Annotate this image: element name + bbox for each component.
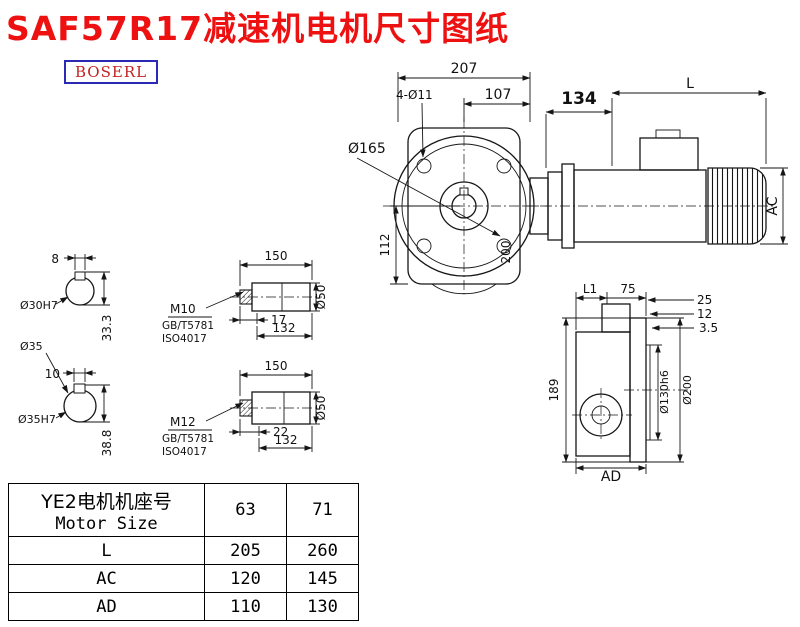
value-AC-63: 120 xyxy=(204,564,287,593)
dim-50-s1: Ø50 xyxy=(314,285,328,310)
std-gbt5781-s1: GB/T5781 xyxy=(162,320,214,332)
dim-8: 8 xyxy=(51,252,59,266)
dim-150-s1: 150 xyxy=(265,249,288,263)
dim-bolt-holes: 4-Ø11 xyxy=(396,88,433,102)
std-iso4017-s2: ISO4017 xyxy=(162,446,207,458)
dim-25: 25 xyxy=(697,293,712,307)
leader-bolt-holes xyxy=(420,102,426,158)
dim-189: 189 xyxy=(547,379,561,402)
thread-label-m10: M10 xyxy=(170,302,196,316)
std-iso4017-s1: ISO4017 xyxy=(162,333,207,345)
page-title: SAF57R17减速机电机尺寸图纸 xyxy=(6,9,510,48)
shaft2-view: 150 22 132 Ø50 M12 GB/T5781 ISO4017 xyxy=(162,359,328,458)
bolt-hole-tl xyxy=(416,158,432,174)
dim-107: 107 xyxy=(485,87,512,103)
dim-132-s2: 132 xyxy=(275,433,298,447)
shaft1-view: 150 17 132 Ø50 M10 GB/T5781 ISO4017 xyxy=(162,249,328,345)
header-motor-size-cell: YE2电机机座号 Motor Size xyxy=(8,483,205,537)
leader-m10 xyxy=(205,291,244,309)
motor-view: 134 L AC xyxy=(524,76,788,249)
section2-circle xyxy=(63,389,97,423)
row-label-L: L xyxy=(8,536,205,565)
shaft1-body xyxy=(251,282,311,312)
dim-165: Ø165 xyxy=(348,141,386,157)
section2-keyway xyxy=(73,383,86,394)
bore-label-35h7: Ø35H7 xyxy=(18,413,56,426)
row-label-AD: AD xyxy=(8,592,205,621)
leader-o35 xyxy=(45,352,69,394)
motor-size-71: 71 xyxy=(286,483,359,537)
dim-50-s2: Ø50 xyxy=(314,396,328,421)
side-view: L1 75 25 12 3.5 189 Ø130h6 Ø200 AD xyxy=(547,282,718,485)
dim-3-5: 3.5 xyxy=(699,321,718,335)
section1-keyway xyxy=(74,271,86,281)
dim-AC: AC xyxy=(765,196,781,215)
motor-size-63: 63 xyxy=(204,483,287,537)
value-L-71: 260 xyxy=(286,536,359,565)
dim-75: 75 xyxy=(620,282,635,296)
leader-m12 xyxy=(205,402,244,422)
dim-10: 10 xyxy=(45,367,60,381)
dim-17: 17 xyxy=(271,313,286,327)
dim-33-3: 33.3 xyxy=(100,315,114,342)
dim-132-s1: 132 xyxy=(273,321,296,335)
fan-cover-ribs xyxy=(707,167,767,245)
dim-12: 12 xyxy=(697,307,712,321)
dim-134: 134 xyxy=(561,89,597,109)
leader-30h7 xyxy=(55,296,69,305)
std-gbt5781-s2: GB/T5781 xyxy=(162,433,214,445)
header-cn-label: YE2电机机座号 xyxy=(41,490,172,513)
terminal-box xyxy=(639,137,699,171)
section1-circle xyxy=(65,276,95,306)
bolt-hole-br xyxy=(496,238,512,254)
bore-section-1: 8 Ø30H7 33.3 xyxy=(20,252,114,341)
dim-112: 112 xyxy=(378,234,392,257)
bolt-hole-bl xyxy=(416,238,432,254)
dim-200-side: Ø200 xyxy=(681,375,694,405)
front-view: 207 107 4-Ø11 Ø165 112 200 xyxy=(348,61,547,295)
dim-AD: AD xyxy=(601,469,621,485)
bolt-hole-tr xyxy=(496,158,512,174)
bore-section-2: Ø35 10 Ø35H7 38.8 xyxy=(18,340,114,456)
terminal-box-cap xyxy=(655,129,681,139)
bore-label-30h7: Ø30H7 xyxy=(20,299,58,312)
motor-size-table: YE2电机机座号 Motor Size 63 71 L 205 260 AC 1… xyxy=(8,483,359,621)
value-AD-71: 130 xyxy=(286,592,359,621)
thread-label-m12: M12 xyxy=(170,415,196,429)
dim-L1: L1 xyxy=(583,282,597,296)
label-o35: Ø35 xyxy=(20,340,43,353)
dim-200-front: 200 xyxy=(499,241,513,264)
value-AD-63: 110 xyxy=(204,592,287,621)
table-row-L: L 205 260 xyxy=(8,536,359,565)
side-spigot xyxy=(645,344,651,441)
value-AC-71: 145 xyxy=(286,564,359,593)
shaft2-thread-stub xyxy=(239,399,253,417)
dim-L: L xyxy=(686,76,694,92)
dim-150-s2: 150 xyxy=(265,359,288,373)
value-L-63: 205 xyxy=(204,536,287,565)
table-row-AC: AC 120 145 xyxy=(8,564,359,593)
dim-22: 22 xyxy=(273,425,288,439)
dim-207: 207 xyxy=(451,61,478,77)
header-en-label: Motor Size xyxy=(55,513,158,534)
brand-logo: BOSERL xyxy=(64,60,159,84)
leader-165 xyxy=(356,157,501,237)
leader-35h7 xyxy=(55,411,67,419)
table-row-AD: AD 110 130 xyxy=(8,592,359,621)
row-label-AC: AC xyxy=(8,564,205,593)
dim-130: Ø130h6 xyxy=(658,370,671,414)
table-header-row: YE2电机机座号 Motor Size 63 71 xyxy=(8,483,359,537)
dim-38-8: 38.8 xyxy=(100,430,114,457)
shaft2-body xyxy=(251,391,311,425)
